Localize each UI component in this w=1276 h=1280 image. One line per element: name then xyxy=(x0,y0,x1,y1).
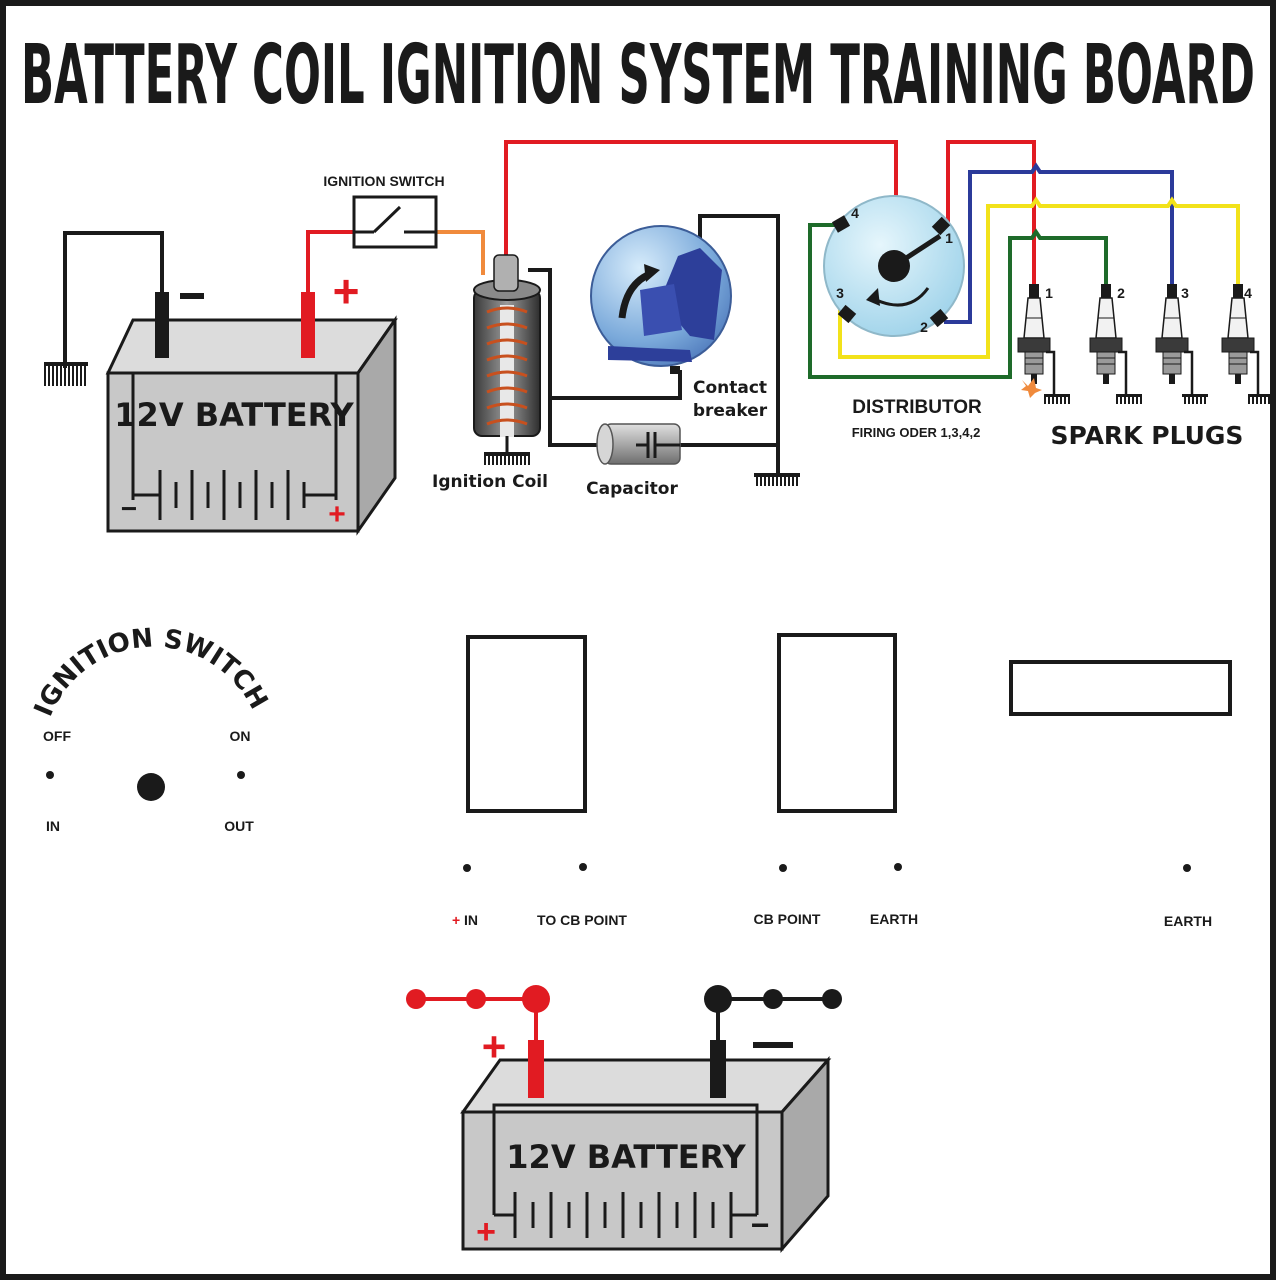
ignition-coil: Ignition Coil xyxy=(432,254,548,492)
battery-bottom-minus-sign xyxy=(753,1042,793,1048)
battery-top-plus-inner: + xyxy=(328,498,346,531)
board-title: BATTERY COIL IGNITION SYSTEM TRAINING BO… xyxy=(21,28,1255,123)
contact-breaker: Contact breaker xyxy=(590,225,768,421)
panel-on-label: ON xyxy=(230,728,251,744)
battery-minus-terminal-2[interactable] xyxy=(822,989,842,1009)
capacitor-label: Capacitor xyxy=(586,479,678,499)
contact-breaker-label-1: Contact xyxy=(693,378,767,398)
to-cb-point-label: TO CB POINT xyxy=(537,912,627,928)
battery-minus-terminal-main[interactable] xyxy=(704,985,732,1013)
plug-3-lead xyxy=(944,162,1174,324)
cb-point-label: CB POINT xyxy=(754,911,821,927)
ignition-switch-schematic: IGNITION SWITCH xyxy=(323,173,445,249)
cb-earth-label: EARTH xyxy=(870,911,918,927)
contact-breaker-label-2: breaker xyxy=(693,401,768,421)
distributor-label: DISTRIBUTOR xyxy=(852,397,982,418)
spark-plug-number-2: 2 xyxy=(1117,285,1125,301)
battery-plus-terminal-2[interactable] xyxy=(466,989,486,1009)
breaker-ground-symbol xyxy=(754,473,800,477)
panel-switch-terminal-out[interactable] xyxy=(237,771,245,779)
panel-switch-title: IGNITION SWITCH xyxy=(29,623,274,720)
battery-bottom-label: 12V BATTERY xyxy=(506,1138,746,1176)
spark-plug-2 xyxy=(1089,284,1142,404)
coil-in-terminal[interactable] xyxy=(463,864,471,872)
ground-symbol xyxy=(44,364,88,386)
spark-plug-1 xyxy=(1017,284,1070,404)
spark-plug-number-3: 3 xyxy=(1181,285,1189,301)
ignition-coil-label: Ignition Coil xyxy=(432,472,548,492)
battery-bottom-minus-inner: − xyxy=(751,1207,770,1243)
plug-earth-terminal[interactable] xyxy=(1183,864,1191,872)
panel-switch-terminal-in[interactable] xyxy=(46,771,54,779)
battery-plus-terminal-main[interactable] xyxy=(522,985,550,1013)
distributor-terminal-3: 3 xyxy=(836,285,844,301)
battery-plus-terminal-1[interactable] xyxy=(406,989,426,1009)
coil-to-cb-terminal[interactable] xyxy=(579,863,587,871)
battery-top: 12V BATTERY − + xyxy=(105,292,398,536)
coil-mount-box xyxy=(466,635,587,813)
panel-out-label: OUT xyxy=(224,818,254,834)
battery-minus-terminal-1[interactable] xyxy=(763,989,783,1009)
plug-mount-box xyxy=(1009,660,1232,716)
coil-in-text: IN xyxy=(464,912,478,928)
spark-plug-number-1: 1 xyxy=(1045,285,1053,301)
spark-plug-number-4: 4 xyxy=(1244,285,1252,301)
panel-switch-knob[interactable] xyxy=(137,773,165,801)
ignition-switch-label: IGNITION SWITCH xyxy=(323,173,444,189)
battery-minus-sign xyxy=(180,293,204,299)
plug-4-lead xyxy=(838,196,1240,359)
battery-bottom-plus-sign: + xyxy=(482,1023,507,1070)
distributor-terminal-4: 4 xyxy=(851,205,859,221)
distributor-terminal-2: 2 xyxy=(920,319,928,335)
spark-plug-3 xyxy=(1155,284,1208,404)
breaker-mount-box xyxy=(777,633,897,813)
spark-plug-4 xyxy=(1221,284,1274,404)
coil-in-plus: + xyxy=(452,912,460,928)
battery-plus-sign: + xyxy=(333,265,360,317)
plug-2-lead xyxy=(808,223,1108,379)
capacitor-wire xyxy=(548,398,605,447)
panel-in-label: IN xyxy=(46,818,60,834)
battery-positive-wire xyxy=(306,230,358,300)
distributor-terminal-1: 1 xyxy=(945,230,953,246)
capacitor: Capacitor xyxy=(586,423,681,499)
spark-plugs xyxy=(1017,284,1274,404)
cb-point-terminal[interactable] xyxy=(779,864,787,872)
battery-bottom-plus-inner: + xyxy=(476,1213,496,1251)
panel-off-label: OFF xyxy=(43,728,71,744)
spark-plugs-label: SPARK PLUGS xyxy=(1051,421,1244,450)
battery-bottom: 12V BATTERY + − xyxy=(460,1040,832,1254)
firing-order-label: FIRING ODER 1,3,4,2 xyxy=(852,425,981,440)
breaker-ground-wire xyxy=(698,214,780,475)
plug-earth-label: EARTH xyxy=(1164,913,1212,929)
switch-to-coil-wire xyxy=(432,230,485,275)
panel-switch-title-path: IGNITION SWITCH xyxy=(29,623,274,720)
battery-top-minus-inner: − xyxy=(121,493,137,524)
cb-earth-terminal[interactable] xyxy=(894,863,902,871)
coil-in-label: + IN xyxy=(452,912,478,928)
battery-top-label: 12V BATTERY xyxy=(114,396,354,434)
distributor: 4 1 3 2 DISTRIBUTOR FIRING ODER 1,3,4,2 xyxy=(823,195,982,440)
battery-ground-wire xyxy=(63,231,164,368)
